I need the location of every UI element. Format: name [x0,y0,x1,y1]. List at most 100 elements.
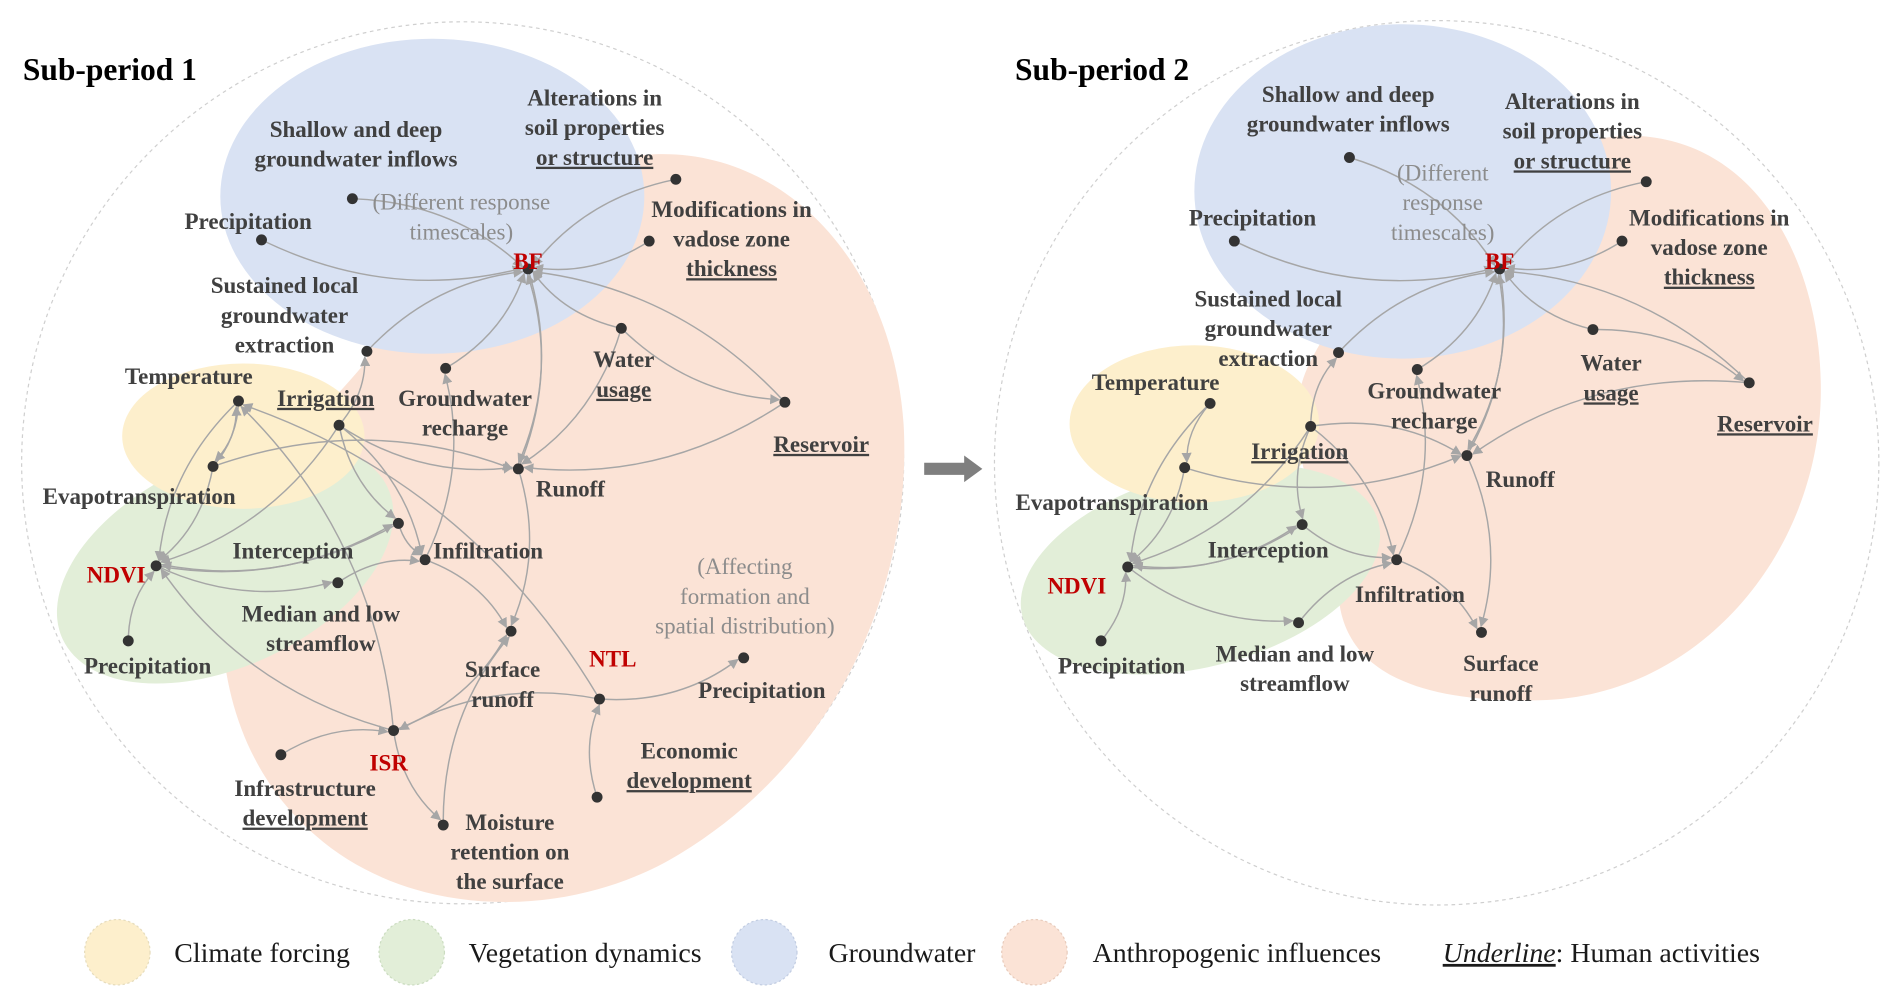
edge-irrig-to-intercep [1295,426,1312,520]
node-label-line: Precipitation [185,208,313,234]
edge-sustained-to-bf [366,267,524,352]
edge-water-to-bf [532,271,622,330]
edge-infil-to-recharge [1396,374,1427,561]
node-label-line: Modifications in [1629,204,1790,230]
node-label-line: timescales) [1391,219,1494,245]
edge-infil-to-recharge [424,373,455,561]
node-label-line: Shallow and deep [1262,81,1435,107]
node-dot-icon [643,235,655,247]
node-label-line: Water [1580,350,1641,376]
node-label-line: Temperature [1092,369,1220,395]
node-dot-icon [233,395,244,407]
edge-irrig-to-runoff [1310,422,1462,456]
node-label-line: BF [513,248,542,274]
node-label: Irrigation [277,385,374,411]
legend: Climate forcing Vegetation dynamics Grou… [84,918,1760,986]
node-dot-icon [779,396,791,408]
node-reservoir: Reservoir [773,396,869,457]
edge-evapo-to-temp [212,405,242,467]
edge-temp-to-evapo [1181,402,1211,464]
node-label-line: Interception [233,537,354,563]
legend-label: Vegetation dynamics [469,938,702,969]
edge-reservoir-to-bf [1504,267,1750,384]
node-dot-icon [1743,377,1755,389]
edge-precipB-to-ndvi [1100,571,1132,642]
edge-temp-to-ndvi [1126,402,1211,563]
edge-intercep-to-infil [1301,524,1393,563]
node-label-line: Infiltration [433,537,543,563]
node-irrig: Irrigation [1251,420,1349,464]
edge-isr-to-moist [392,730,442,821]
node-label-line: soil properties [525,114,665,140]
edge-econ-to-ntl [588,704,601,798]
edge-median-to-infil [1297,559,1393,624]
node-label-line: Alterations in [1505,88,1640,114]
node-dot-icon [1391,554,1403,566]
node-label-line: development [627,767,753,793]
node-label: Interception [1208,536,1329,562]
node-label-line: (Different response [373,189,551,215]
node-label-line: recharge [422,415,508,441]
edge-reservoir-to-bf [532,267,786,403]
node-label: NTL [589,645,636,671]
node-label: Evapotranspiration [1015,489,1208,515]
node-label-line: Surface [465,656,540,682]
node-reservoir: Reservoir [1717,377,1813,436]
node-label-line: (Affecting [697,553,793,579]
node-infil: Infiltration [1355,554,1465,607]
node-label-line: development [243,805,369,831]
node-label-line: usage [1584,379,1639,405]
node-bf: BF [1485,248,1514,275]
edge-evapo-to-runoff [1184,454,1462,489]
node-label-line: Infrastructure [234,775,375,801]
node-label-line: (Different [1397,160,1489,186]
node-label-line: Shallow and deep [270,116,443,142]
node-dot-icon [1343,152,1355,163]
node-label-line: or structure [1514,147,1631,173]
node-label-line: formation and [680,583,810,609]
node-label: NDVI [1047,573,1106,599]
node-label-line: Infiltration [1355,581,1465,607]
edge-shallow-to-bf [1349,156,1496,267]
node-label-line: Groundwater [398,385,532,411]
node-dot-icon [122,635,134,647]
node-dot-icon [419,554,431,566]
node-dot-icon [512,463,524,475]
legend-swatch-vegetation [378,918,446,986]
node-label-line: Groundwater [1367,378,1501,404]
node-label: Precipitation [1058,653,1186,679]
node-recharge: Groundwater recharge [398,362,532,441]
node-dot-icon [1204,397,1216,409]
node-label: Precipitation [698,677,826,703]
panel-2-regions [993,19,1880,906]
edge-water-to-runoff [521,328,623,465]
edges [127,156,1750,826]
edge-temp-to-ndvi [154,400,239,562]
node-label-line: Irrigation [1251,438,1348,464]
node-label-line: Evapotranspiration [43,483,236,509]
node-intercep: Interception [1208,519,1329,562]
node-dot-icon [333,419,345,431]
node-precipB: Precipitation [1058,635,1186,679]
node-label-line: streamflow [266,630,376,656]
node-label-line: response [1402,189,1482,215]
edge-ndvi-to-median [155,565,333,593]
node-dot-icon [256,234,267,246]
edge-irrig-to-ndvi [1131,426,1312,566]
node-label: (Different response timescales) [1391,160,1494,245]
node-dot-icon [207,460,219,472]
node-dot-icon [388,725,400,736]
node-ndvi: NDVI [1047,561,1134,599]
node-label-line: runoff [471,686,534,712]
node-label-line: the surface [456,868,564,894]
